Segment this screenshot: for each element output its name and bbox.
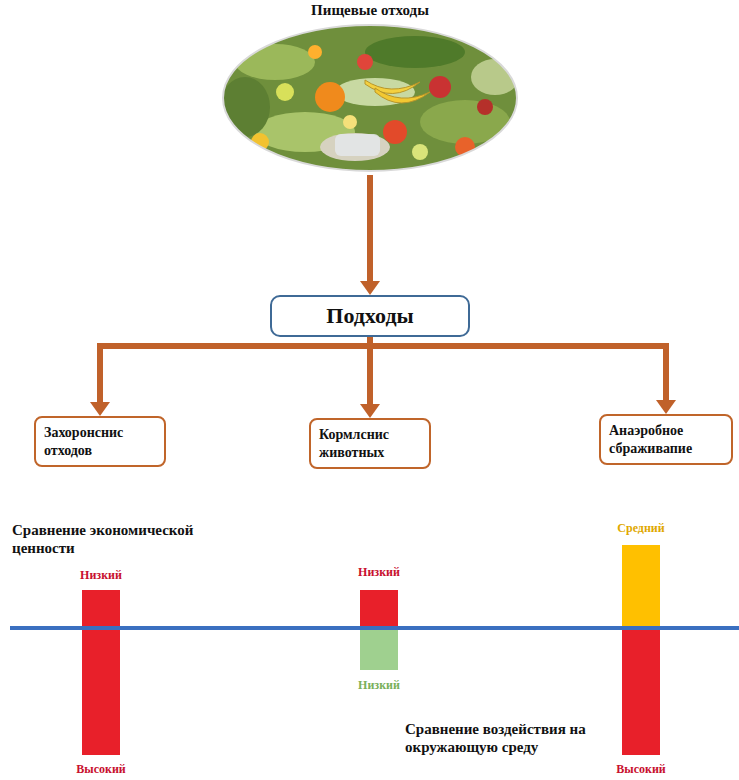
bar-high-landfill xyxy=(82,628,120,755)
arrowhead xyxy=(360,281,380,295)
axis-title: Сравнение воздействия на окружающую сред… xyxy=(405,720,610,756)
greens xyxy=(220,77,270,137)
approach-box: Подходы xyxy=(270,295,470,337)
fruit xyxy=(276,83,294,101)
connector-line xyxy=(367,175,373,282)
fruit xyxy=(308,45,322,59)
pile-ground xyxy=(215,22,525,175)
box-text: Захоронснис отходов xyxy=(44,424,156,459)
box-text: Кормлснис животных xyxy=(319,426,421,461)
fruit xyxy=(412,144,428,160)
method-box: Кормлснис животных xyxy=(309,418,431,469)
food-waste-image: Пищевые отходы xyxy=(215,0,525,175)
arrowhead xyxy=(360,404,380,418)
food-pile xyxy=(215,22,525,175)
method-box: Анаэробное сбраживапие xyxy=(599,414,733,465)
fruit xyxy=(383,120,407,144)
bar-medium-digest xyxy=(622,545,660,628)
flow-arrow xyxy=(360,337,380,418)
food-waste-photo xyxy=(215,22,525,175)
value-label: Средний xyxy=(596,521,686,535)
greens xyxy=(320,133,390,161)
flow-arrow xyxy=(370,337,676,414)
fruit xyxy=(343,115,357,129)
fruit xyxy=(315,82,345,112)
plastic-bag xyxy=(335,134,380,156)
fruit xyxy=(477,99,493,115)
axis-title: Сравнение экономической ценности xyxy=(12,521,242,557)
value-label: Низкий xyxy=(334,678,424,692)
box-text: Анаэробное сбраживапие xyxy=(609,422,723,457)
connector-line xyxy=(100,337,370,403)
arrowhead xyxy=(90,402,110,416)
value-label: Высокий xyxy=(596,762,686,776)
image-heading: Пищевые отходы xyxy=(215,0,525,19)
photo-rim xyxy=(223,25,517,171)
banana xyxy=(365,80,420,94)
box-text: Подходы xyxy=(282,303,458,329)
bar-high-digest xyxy=(622,628,660,755)
baseline xyxy=(10,626,739,630)
fruit xyxy=(357,54,373,70)
banana xyxy=(375,88,430,103)
flow-arrow xyxy=(90,337,370,416)
greens xyxy=(365,36,465,68)
bar-low-feed xyxy=(360,590,398,628)
value-label: Высокий xyxy=(56,762,146,776)
value-label: Низкий xyxy=(56,568,146,582)
bar-low-feed-env xyxy=(360,628,398,670)
flow-arrow xyxy=(360,175,380,295)
value-label: Низкий xyxy=(334,565,424,579)
arrowhead xyxy=(656,400,676,414)
fruit xyxy=(429,76,451,98)
connector-line xyxy=(370,337,666,401)
method-box: Захоронснис отходов xyxy=(34,416,166,467)
bar-low-landfill xyxy=(82,590,120,628)
greens xyxy=(235,44,315,80)
